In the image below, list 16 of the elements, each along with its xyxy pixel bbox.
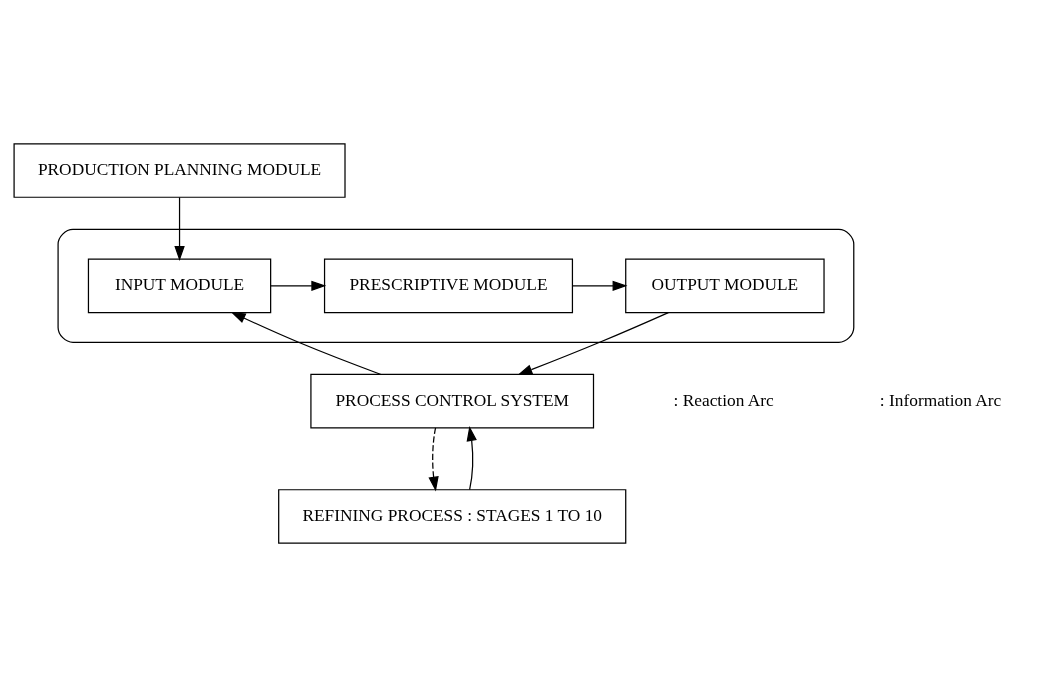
legend-label: : Reaction Arc <box>673 390 774 410</box>
node-box: PROCESS CONTROL SYSTEM <box>310 373 595 428</box>
arrow <box>572 280 628 291</box>
node-box: PRODUCTION PLANNING MODULE <box>13 142 346 198</box>
node-box: OUTPUT MODULE <box>625 258 825 313</box>
cluster <box>57 228 855 343</box>
arrow <box>428 426 439 491</box>
arrow <box>230 311 382 375</box>
arrow <box>174 196 185 261</box>
node-box: PRESCRIPTIVE MODULE <box>323 258 574 313</box>
legend-label: : Information Arc <box>879 390 1002 410</box>
node-box: INPUT MODULE <box>87 258 272 313</box>
node-box: REFINING PROCESS : STAGES 1 TO 10 <box>278 488 627 544</box>
arrow <box>270 280 327 291</box>
arrow <box>517 311 669 375</box>
arrow <box>466 425 477 490</box>
